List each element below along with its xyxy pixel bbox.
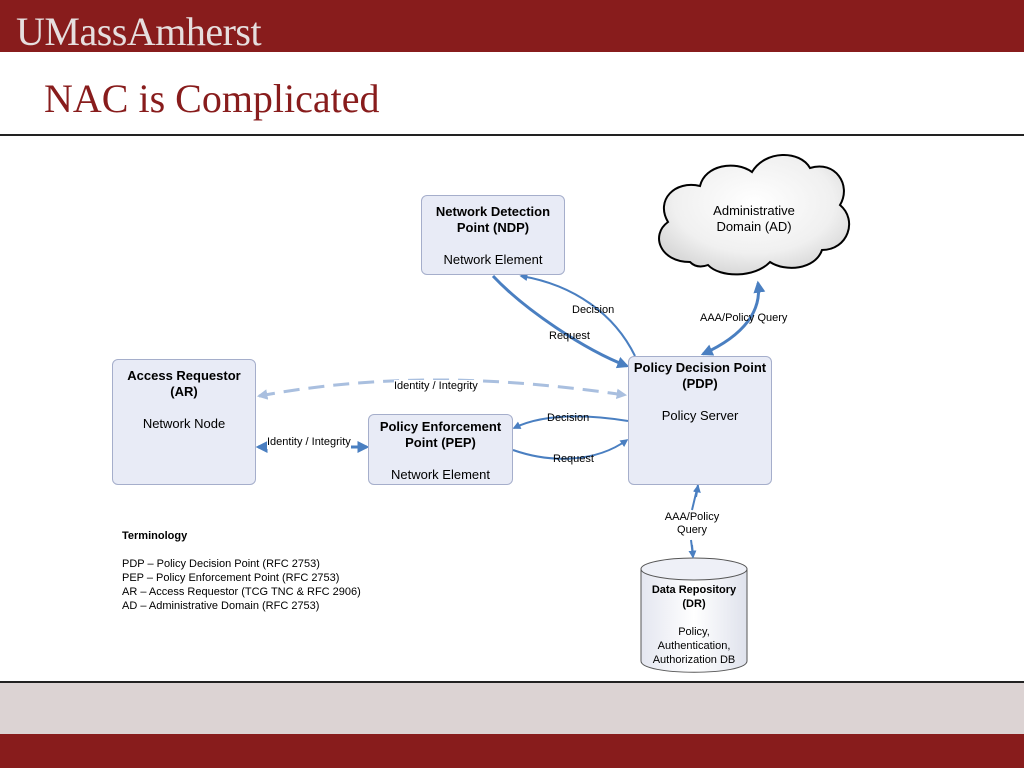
dr-node: Data Repository (DR) Policy, Authenticat… [642,583,746,667]
ad-query-label: AAA/Policy Query [700,312,788,324]
terminology-item: PDP – Policy Decision Point (RFC 2753) [122,558,320,570]
ar-pdp-identity-label: Identity / Integrity [394,380,478,393]
pep-request-arrow [512,439,629,460]
ndp-subtitle: Network Element [443,252,543,267]
umass-logo: UMassAmherst [16,9,262,54]
terminology-heading: Terminology [122,530,188,542]
ndp-decision-arrow [519,273,636,357]
terminology-item: AR – Access Requestor (TCG TNC & RFC 290… [122,586,361,598]
ad-label: Administrative Domain (AD) [713,203,795,234]
pdp-subtitle: Policy Server [661,408,739,423]
footer-bar [0,734,1024,768]
pep-subtitle: Network Element [391,467,490,482]
pep-node: Policy Enforcement Point (PEP) Network E… [368,414,513,485]
ndp-node: Network Detection Point (NDP) Network El… [421,195,565,275]
pdp-node: Policy Decision Point (PDP) Policy Serve… [628,356,772,485]
pep-title: Policy Enforcement Point (PEP) [379,419,502,450]
ar-pep-identity-label: Identity / Integrity [267,436,351,449]
terminology-legend: Terminology PDP – Policy Decision Point … [122,529,361,613]
title-divider [0,134,1024,136]
ndp-title: Network Detection Point (NDP) [435,204,551,235]
ndp-request-arrow [491,274,630,369]
ad-query-arrow [700,280,766,356]
ar-pdp-identity-arrow [256,378,628,400]
ndp-request-label: Request [549,330,590,342]
terminology-item: AD – Administrative Domain (RFC 2753) [122,600,320,612]
footer-divider [0,681,1024,683]
header-bar: UMassAmherst [0,0,1024,54]
dr-query-arrowhead-top [692,484,701,498]
ar-node: Access Requestor (AR) Network Node [112,359,256,485]
database-icon [640,557,748,673]
dr-subtitle: Policy, Authentication, Authorization DB [652,626,736,666]
slide-title: NAC is Complicated [44,76,380,121]
pep-decision-label: Decision [547,412,590,424]
ndp-decision-label: Decision [572,304,615,316]
footer-band [0,683,1024,734]
ar-title: Access Requestor (AR) [127,368,241,399]
cloud-icon [658,154,850,276]
ar-subtitle: Network Node [142,416,226,431]
terminology-item: PEP – Policy Enforcement Point (RFC 2753… [122,572,340,584]
dr-title: Data Repository (DR) [651,584,737,610]
dr-query-label: AAA/Policy Query [664,511,720,536]
pdp-title: Policy Decision Point (PDP) [633,360,767,391]
dr-query-arrowhead-bottom [688,544,697,559]
pep-request-label: Request [553,453,594,465]
pep-decision-arrow [512,415,629,429]
